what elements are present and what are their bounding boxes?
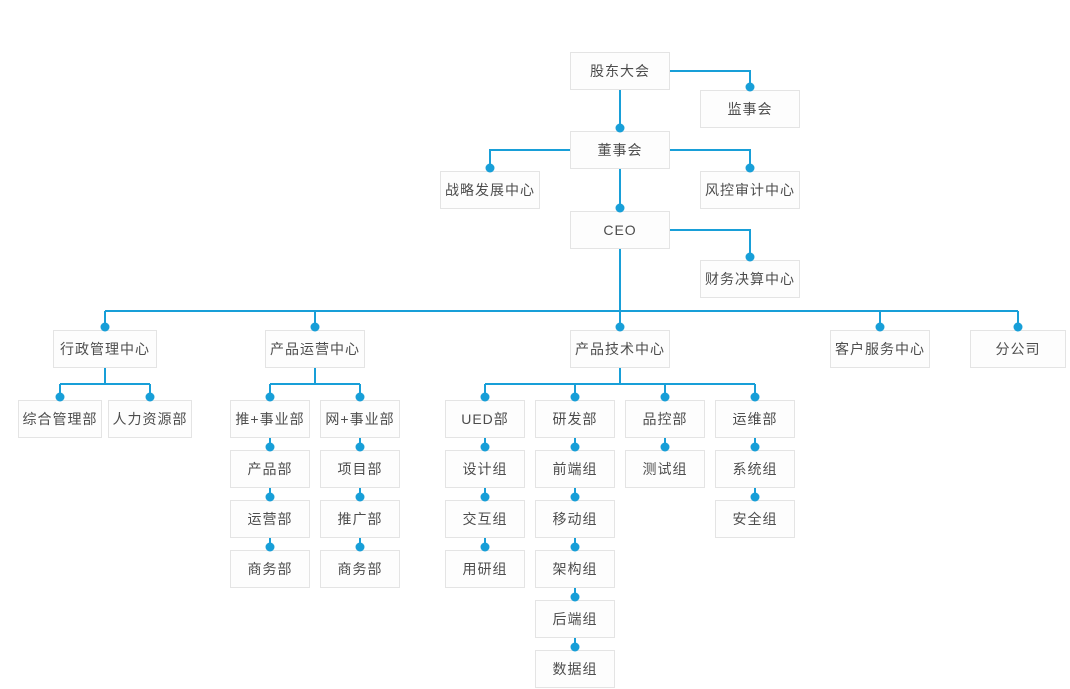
org-node-data-group[interactable]: 数据组 [535, 650, 615, 688]
org-node-supervisory-board[interactable]: 监事会 [700, 90, 800, 128]
org-node-rd-dept[interactable]: 研发部 [535, 400, 615, 438]
org-node-mobile-group[interactable]: 移动组 [535, 500, 615, 538]
org-node-product-dept[interactable]: 产品部 [230, 450, 310, 488]
org-node-backend-group[interactable]: 后端组 [535, 600, 615, 638]
org-node-ued-dept[interactable]: UED部 [445, 400, 525, 438]
org-node-ops-center[interactable]: 产品运营中心 [265, 330, 365, 368]
org-node-system-group[interactable]: 系统组 [715, 450, 795, 488]
org-node-shareholders-meeting[interactable]: 股东大会 [570, 52, 670, 90]
org-node-architecture-group[interactable]: 架构组 [535, 550, 615, 588]
org-node-branch-company[interactable]: 分公司 [970, 330, 1066, 368]
org-node-risk-audit-center[interactable]: 风控审计中心 [700, 171, 800, 209]
org-node-frontend-group[interactable]: 前端组 [535, 450, 615, 488]
org-node-tech-center[interactable]: 产品技术中心 [570, 330, 670, 368]
org-node-finance-center[interactable]: 财务决算中心 [700, 260, 800, 298]
org-node-tui-division[interactable]: 推+事业部 [230, 400, 310, 438]
org-node-user-research-group[interactable]: 用研组 [445, 550, 525, 588]
org-node-general-mgmt-dept[interactable]: 综合管理部 [18, 400, 102, 438]
org-node-operation-dept[interactable]: 运营部 [230, 500, 310, 538]
org-node-interaction-group[interactable]: 交互组 [445, 500, 525, 538]
org-node-project-dept[interactable]: 项目部 [320, 450, 400, 488]
org-node-qc-dept[interactable]: 品控部 [625, 400, 705, 438]
org-node-strategy-center[interactable]: 战略发展中心 [440, 171, 540, 209]
org-node-business-dept-b[interactable]: 商务部 [320, 550, 400, 588]
org-node-board-of-directors[interactable]: 董事会 [570, 131, 670, 169]
org-node-om-dept[interactable]: 运维部 [715, 400, 795, 438]
org-node-testing-group[interactable]: 测试组 [625, 450, 705, 488]
org-node-admin-center[interactable]: 行政管理中心 [53, 330, 157, 368]
org-node-security-group[interactable]: 安全组 [715, 500, 795, 538]
org-node-customer-center[interactable]: 客户服务中心 [830, 330, 930, 368]
org-node-promotion-dept[interactable]: 推广部 [320, 500, 400, 538]
org-node-hr-dept[interactable]: 人力资源部 [108, 400, 192, 438]
org-node-business-dept-a[interactable]: 商务部 [230, 550, 310, 588]
org-node-wang-division[interactable]: 网+事业部 [320, 400, 400, 438]
org-node-design-group[interactable]: 设计组 [445, 450, 525, 488]
org-node-ceo[interactable]: CEO [570, 211, 670, 249]
